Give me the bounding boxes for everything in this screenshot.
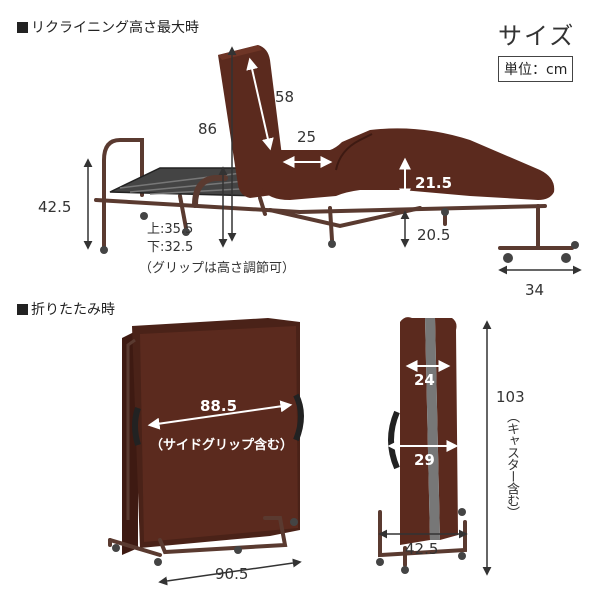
square-bullet-icon	[17, 304, 28, 315]
dim-depth-mid: 29	[414, 451, 435, 469]
dim-caster-width: 34	[525, 281, 545, 299]
dim-folded-height: 103	[496, 388, 525, 406]
dim-base-width: 90.5	[215, 565, 249, 583]
folded-section-title: 折りたたみ時	[17, 299, 115, 319]
folded-bed-front-illustration	[108, 318, 304, 586]
dim-depth-top: 24	[414, 371, 435, 389]
dim-depth-base: 42.5	[405, 540, 439, 558]
dim-mattress-height: 20.5	[417, 226, 451, 244]
dim-leg-angle: 21.5	[415, 174, 453, 192]
dim-seat-to-back: 25	[297, 128, 317, 146]
dim-backrest-length: 58	[275, 88, 295, 106]
size-title: サイズ	[498, 22, 576, 50]
dim-width-with-grip: 88.5	[200, 397, 238, 415]
square-bullet-icon	[17, 22, 28, 33]
folded-title-text: 折りたたみ時	[31, 302, 115, 318]
dim-side-height: 42.5	[38, 198, 72, 216]
grip-note: （グリップは高さ調節可）	[139, 261, 296, 276]
reclining-bed-illustration	[83, 45, 582, 275]
reclining-title-text: リクライニング高さ最大時	[31, 20, 199, 36]
dim-total-height: 86	[198, 120, 218, 138]
reclining-section-title: リクライニング高さ最大時	[17, 17, 199, 37]
unit-label: 単位：cm	[498, 56, 574, 82]
folded-bed-side-illustration	[376, 317, 492, 576]
folded-height-note: （キャスター含む）	[504, 410, 519, 518]
grip-lower: 下:32.5	[147, 240, 194, 255]
width-with-grip-note: （サイドグリップ含む）	[150, 438, 294, 453]
grip-upper: 上:35.5	[147, 222, 194, 237]
